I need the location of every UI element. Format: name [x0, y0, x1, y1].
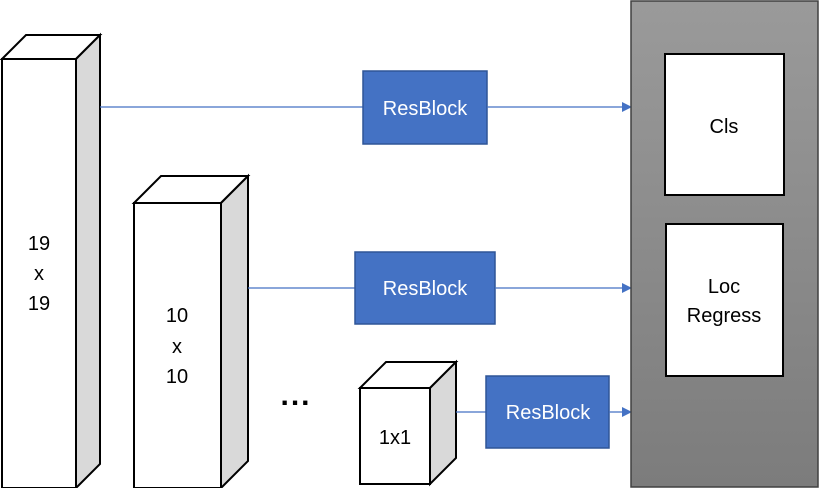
cube-front-face [1, 58, 77, 488]
cube-label-line-2: x [34, 263, 44, 285]
feature-map-10x10: 10 x 10 [131, 173, 251, 488]
feature-map-1x1: 1x1 [357, 359, 459, 487]
cube-label-line-1: 10 [166, 305, 188, 327]
cube-side-face [220, 173, 249, 488]
resblock-box [362, 70, 488, 145]
cube-label-line-2: x [172, 336, 182, 358]
cube-label-line-1: 19 [28, 233, 50, 255]
ellipsis: ... [280, 379, 311, 412]
resblock-label: ResBlock [383, 278, 468, 300]
loc-regress-box [665, 223, 784, 377]
cube-side-face [75, 32, 101, 488]
cube-front-face [359, 387, 431, 485]
resblock-1: ResBlock [362, 70, 488, 145]
resblock-box [485, 375, 610, 449]
loc-label-line-2: Regress [687, 305, 761, 327]
cls-label: Cls [710, 116, 739, 138]
feature-map-19x19: 19 x 19 [0, 32, 103, 488]
detection-head-panel: Cls Loc Regress [630, 0, 819, 488]
cube-label-line-3: 19 [28, 293, 50, 315]
cube-label-line-3: 10 [166, 366, 188, 388]
cube-label: 1x1 [379, 427, 411, 449]
loc-label-line-1: Loc [708, 276, 740, 298]
resblock-2: ResBlock [354, 251, 496, 325]
cls-box [664, 53, 785, 196]
cube-front-face [133, 202, 222, 488]
resblock-label: ResBlock [506, 402, 591, 424]
resblock-box [354, 251, 496, 325]
resblock-3: ResBlock [485, 375, 610, 449]
resblock-label: ResBlock [383, 98, 468, 120]
